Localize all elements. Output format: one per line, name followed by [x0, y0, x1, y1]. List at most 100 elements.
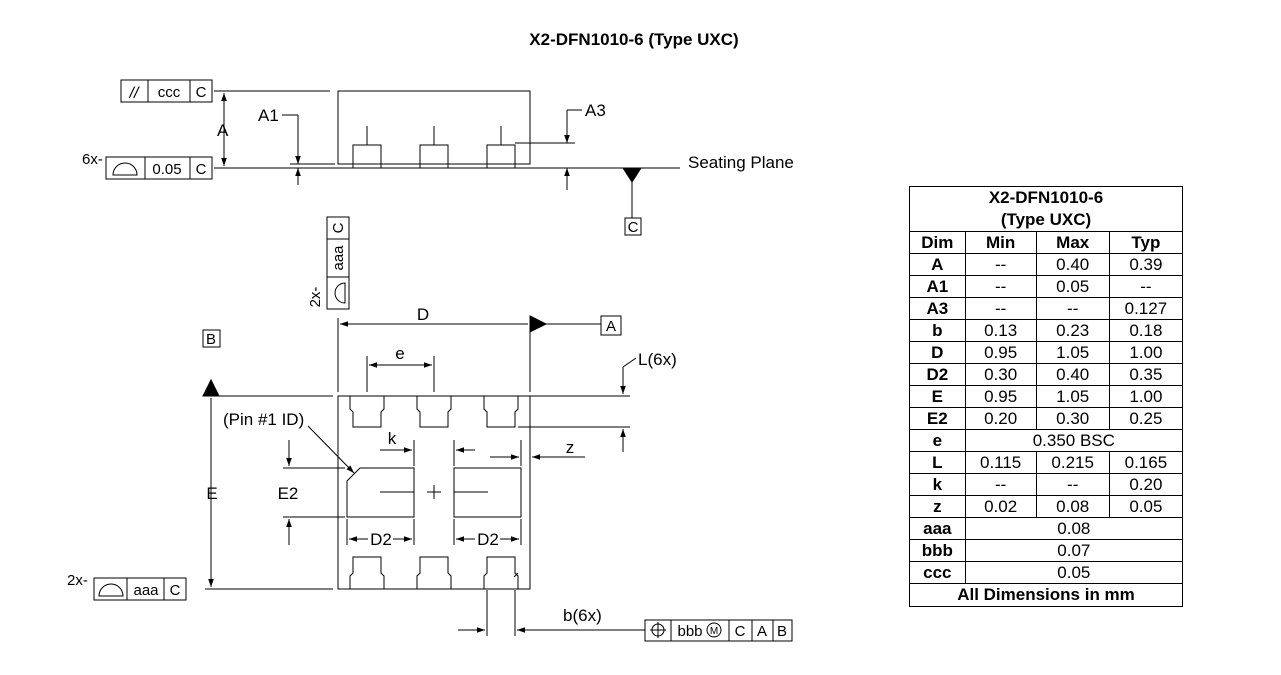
side-view [105, 79, 680, 236]
label-e: e [395, 344, 404, 363]
cell-typ: 0.05 [1108, 495, 1184, 518]
table-caption-line2: (Type UXC) [1000, 210, 1092, 229]
terminal-pad-top [483, 396, 519, 428]
cell-dim: z [909, 495, 966, 518]
label-A: A [217, 121, 229, 140]
terminal-pad-top [416, 396, 452, 428]
cell-typ: 0.18 [1108, 319, 1184, 342]
cell-dim: e [909, 429, 966, 452]
datum-a-triangle [529, 315, 548, 333]
table-row: A1--0.05-- [909, 275, 1184, 298]
cell-value-span: 0.08 [964, 517, 1184, 540]
package-outline-drawing: // ccc C A A1 A3 6x- 0.05 C Seating Plan… [67, 79, 794, 642]
cell-typ: -- [1108, 275, 1184, 298]
header-dim: Dim [909, 231, 966, 254]
table-caption-line1: X2-DFN1010-6 [988, 188, 1104, 207]
profile-ref-c: C [196, 161, 207, 178]
cell-typ: 0.127 [1108, 297, 1184, 320]
cell-dim: E2 [909, 407, 966, 430]
label-D: D [417, 305, 429, 324]
cell-max: 0.05 [1035, 275, 1110, 298]
bottom-ref-c: C [170, 582, 181, 599]
rotated-aaa: aaa [330, 245, 347, 271]
cell-max: -- [1035, 473, 1110, 496]
cell-typ: 1.00 [1108, 341, 1184, 364]
label-k: k [388, 429, 397, 448]
label-E: E [206, 484, 217, 503]
cell-min: -- [964, 473, 1037, 496]
datum-c-letter: C [628, 219, 639, 236]
datum-b-letter: B [206, 331, 216, 348]
position-ref-c: C [735, 623, 746, 640]
cell-typ: 0.165 [1108, 451, 1184, 474]
terminal-pad-bottom [416, 556, 452, 589]
cell-min: 0.02 [964, 495, 1037, 518]
cell-min: -- [964, 297, 1037, 320]
cell-min: 0.95 [964, 341, 1037, 364]
rotated-multiplier: 2x- [307, 287, 324, 308]
datum-c-box [624, 217, 642, 236]
rotated-profile-frame [326, 216, 350, 310]
table-caption: X2-DFN1010-6 (Type UXC) [909, 186, 1183, 232]
terminal-side [419, 144, 449, 169]
exposed-pad-left [346, 467, 415, 518]
cell-max: 0.40 [1035, 253, 1110, 276]
cell-max: 0.23 [1035, 319, 1110, 342]
label-E2: E2 [278, 484, 299, 503]
package-body-side [337, 90, 531, 165]
cell-min: 0.115 [964, 451, 1037, 474]
cell-min: 0.30 [964, 363, 1037, 386]
cell-min: 0.13 [964, 319, 1037, 342]
surface-profile-frame [105, 156, 213, 180]
profile-tolerance: 0.05 [152, 161, 181, 178]
dimension-table: X2-DFN1010-6 (Type UXC) Dim Min Max Typ … [909, 186, 1184, 607]
drawing-title: X2-DFN1010-6 (Type UXC) [529, 30, 739, 49]
cell-value-span: 0.05 [964, 561, 1184, 584]
flatness-symbol: // [129, 85, 140, 102]
terminal-side [352, 144, 382, 169]
cell-dim: ccc [909, 561, 966, 584]
seating-plane-label: Seating Plane [688, 153, 794, 172]
rotated-ref-c: C [330, 222, 347, 233]
position-tolerance-frame [644, 619, 793, 642]
position-ref-b: B [777, 623, 787, 640]
header-typ: Typ [1108, 231, 1184, 254]
cell-min: -- [964, 275, 1037, 298]
datum-c-triangle [622, 167, 642, 183]
cell-max: 0.30 [1035, 407, 1110, 430]
table-footer: All Dimensions in mm [909, 583, 1183, 607]
cell-min: -- [964, 253, 1037, 276]
cell-typ: 1.00 [1108, 385, 1184, 408]
top-view [93, 216, 793, 642]
datum-b-triangle [202, 378, 220, 397]
label-L: L(6x) [638, 350, 677, 369]
cell-dim: A [909, 253, 966, 276]
bottom-aaa: aaa [133, 582, 159, 599]
header-max: Max [1035, 231, 1110, 254]
flatness-ref-c: C [196, 84, 207, 101]
table-row: A3----0.127 [909, 297, 1184, 320]
cell-min: 0.20 [964, 407, 1037, 430]
position-bbb: bbb [677, 623, 702, 640]
terminal-side [486, 144, 516, 169]
cell-dim: D2 [909, 363, 966, 386]
cell-max: 0.08 [1035, 495, 1110, 518]
label-D2-right: D2 [477, 530, 499, 549]
cell-max: 1.05 [1035, 385, 1110, 408]
cell-max: 0.40 [1035, 363, 1110, 386]
table-row: k----0.20 [909, 473, 1184, 496]
label-z: z [566, 438, 575, 457]
cell-max: 0.215 [1035, 451, 1110, 474]
cell-dim: A3 [909, 297, 966, 320]
ccc-tolerance: ccc [158, 84, 181, 101]
